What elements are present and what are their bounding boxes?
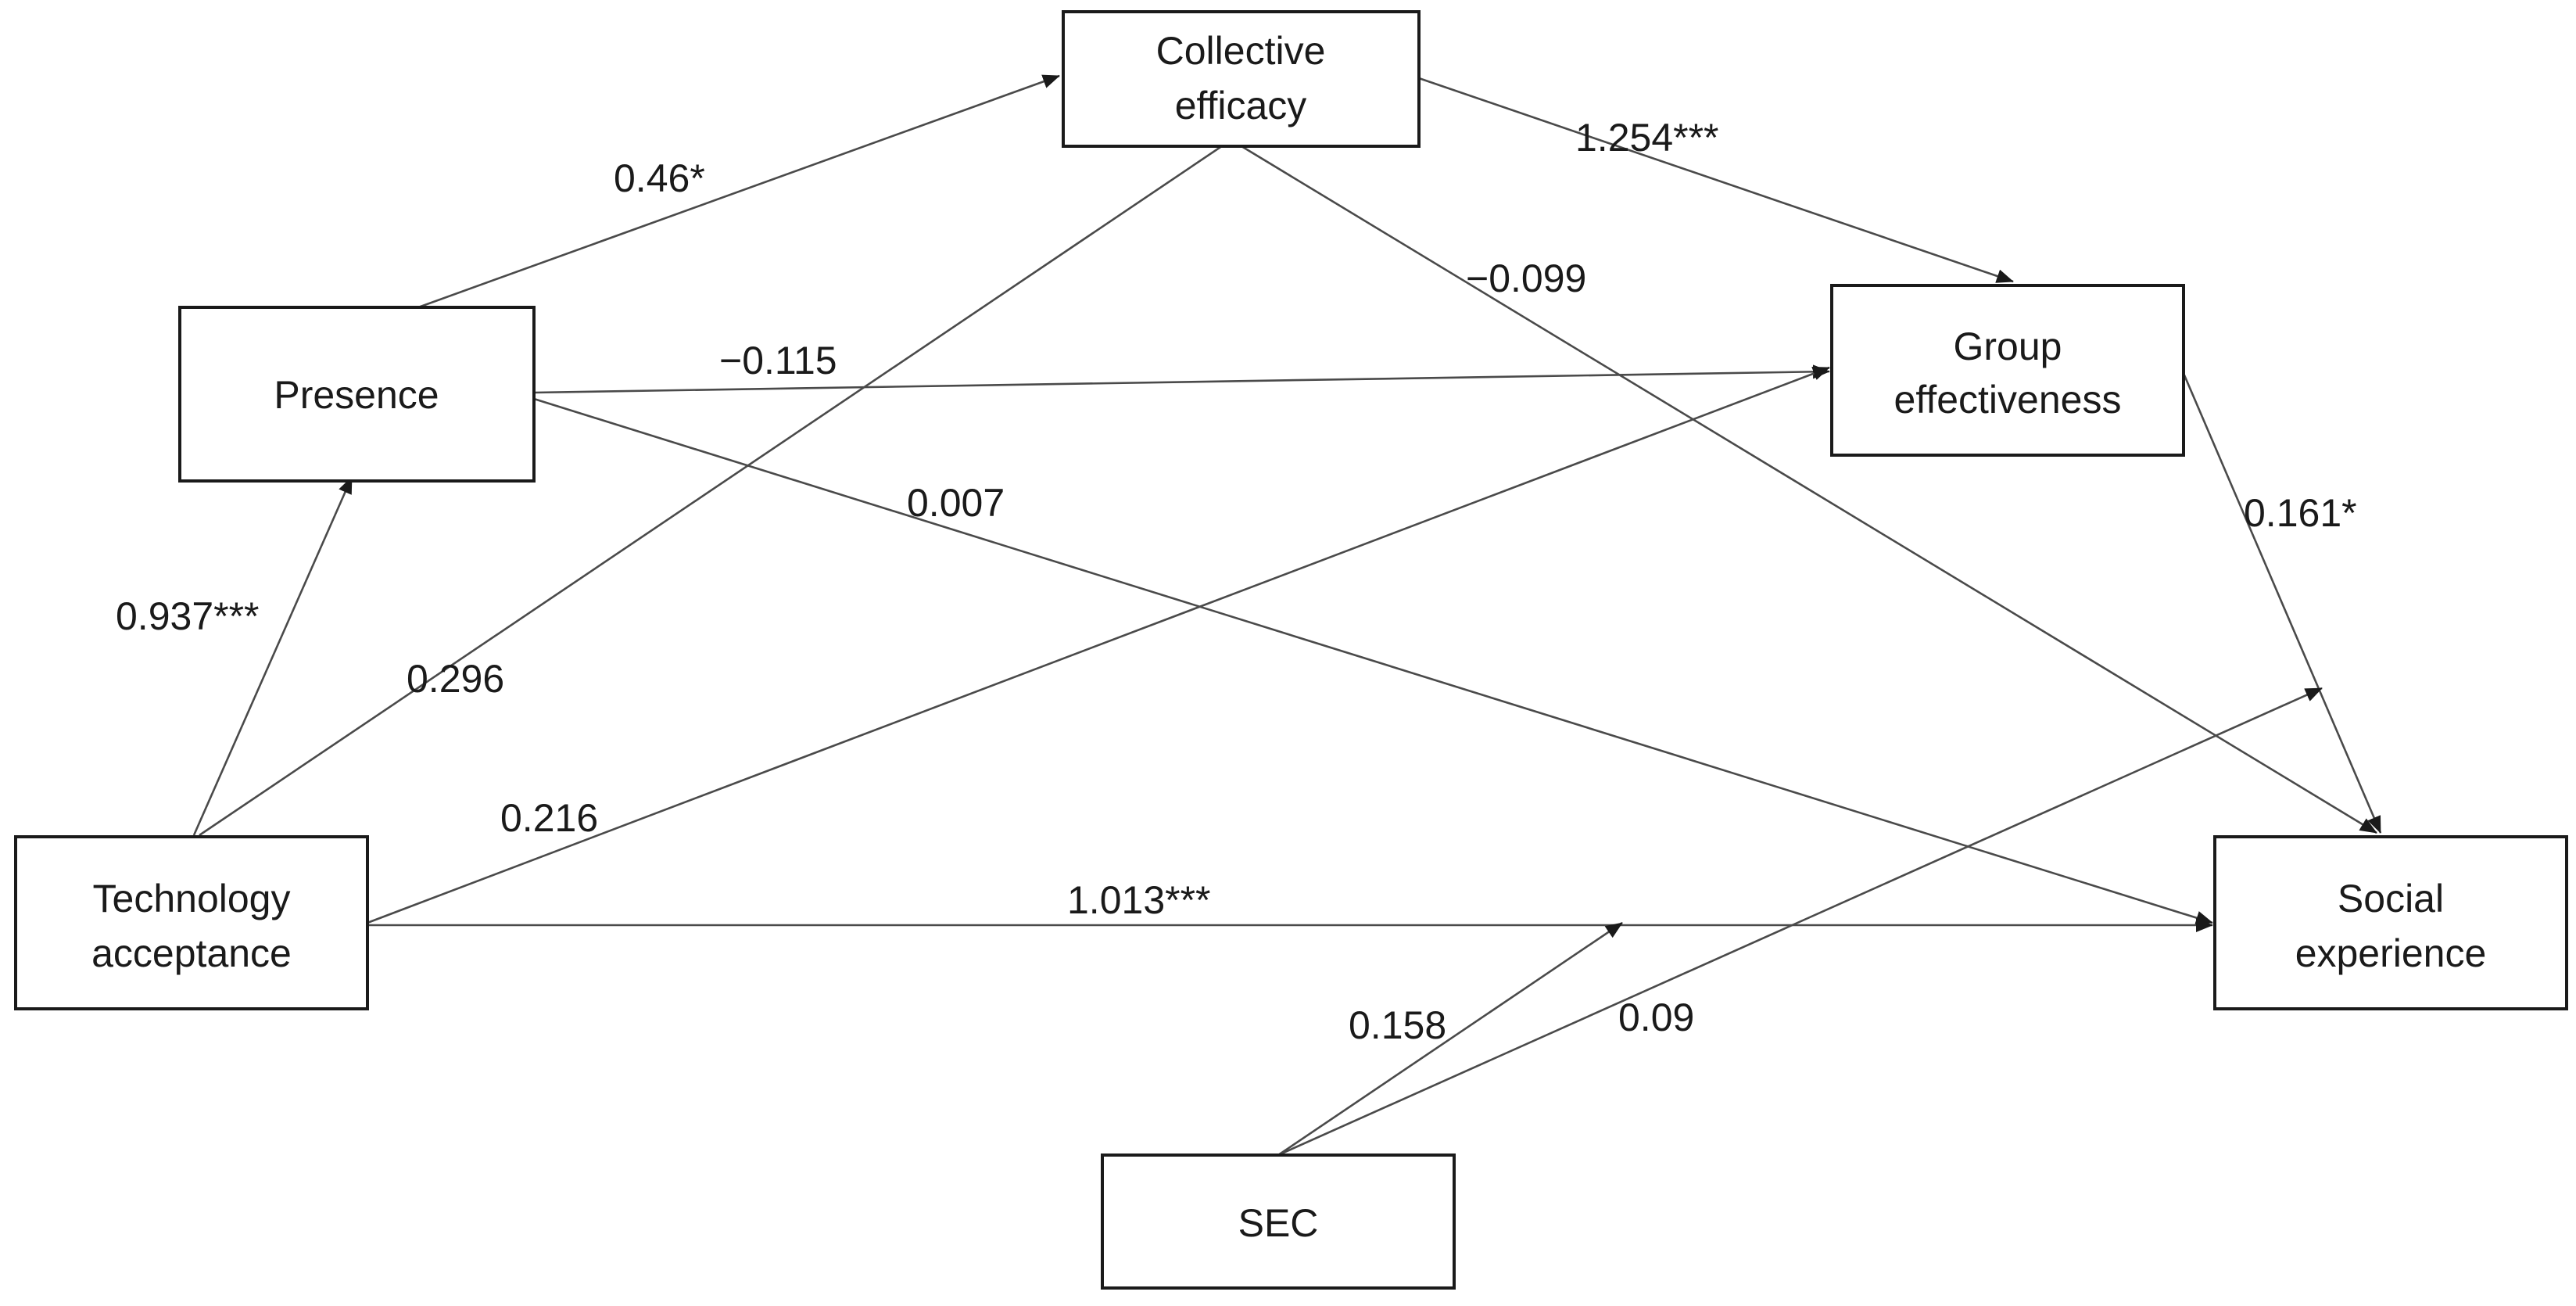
label-sec-to-group-social: 0.09 — [1618, 996, 1694, 1039]
node-collective-efficacy-line1: Collective — [1156, 29, 1326, 73]
node-sec: SEC — [1101, 1154, 1456, 1290]
label-sec-to-tech-social: 0.158 — [1349, 1003, 1446, 1047]
node-technology-acceptance-line2: acceptance — [91, 931, 292, 975]
label-tech-to-group: 0.216 — [500, 796, 598, 840]
node-technology-acceptance-line1: Technology — [93, 877, 291, 920]
label-collective-to-group: 1.254*** — [1575, 116, 1719, 160]
node-group-effectiveness: Group effectiveness — [1830, 284, 2185, 457]
label-tech-to-social: 1.013*** — [1067, 878, 1211, 922]
edge-presence-to-collective-efficacy — [417, 74, 1060, 309]
node-group-effectiveness-line2: effectiveness — [1894, 378, 2122, 422]
edge-technology-acceptance-to-group-effectiveness — [367, 366, 1830, 924]
node-presence: Presence — [178, 306, 536, 483]
edge-group-effectiveness-to-social-experience — [2181, 371, 2382, 834]
edge-sec-moderation-group-social — [1277, 687, 2323, 1157]
label-tech-to-presence: 0.937*** — [116, 594, 260, 638]
edge-sec-moderation-tech-social — [1277, 921, 1623, 1157]
node-social-experience-line2: experience — [2295, 931, 2487, 975]
edge-technology-acceptance-to-collective-efficacy — [199, 131, 1242, 837]
node-group-effectiveness-line1: Group — [1954, 325, 2062, 368]
node-social-experience: Social experience — [2213, 835, 2568, 1010]
node-technology-acceptance: Technology acceptance — [14, 835, 369, 1010]
edge-presence-to-group-effectiveness — [533, 364, 1830, 394]
edge-presence-to-social-experience — [533, 397, 2213, 925]
node-sec-label: SEC — [1238, 1201, 1319, 1245]
label-presence-to-group: −0.115 — [719, 339, 837, 382]
node-social-experience-line1: Social — [2338, 877, 2444, 920]
label-collective-to-social: −0.099 — [1466, 257, 1586, 300]
edge-collective-efficacy-to-group-effectiveness — [1418, 77, 2014, 283]
label-presence-to-collective: 0.46* — [614, 156, 705, 200]
label-group-to-social: 0.161* — [2244, 491, 2357, 535]
node-collective-efficacy-line2: efficacy — [1175, 84, 1307, 127]
node-collective-efficacy: Collective efficacy — [1062, 10, 1421, 148]
label-presence-to-social: 0.007 — [907, 481, 1005, 525]
edge-technology-acceptance-to-presence — [192, 476, 353, 836]
edge-collective-efficacy-to-social-experience — [1241, 145, 2377, 834]
label-tech-to-collective: 0.296 — [407, 657, 504, 701]
node-presence-label: Presence — [274, 373, 439, 417]
